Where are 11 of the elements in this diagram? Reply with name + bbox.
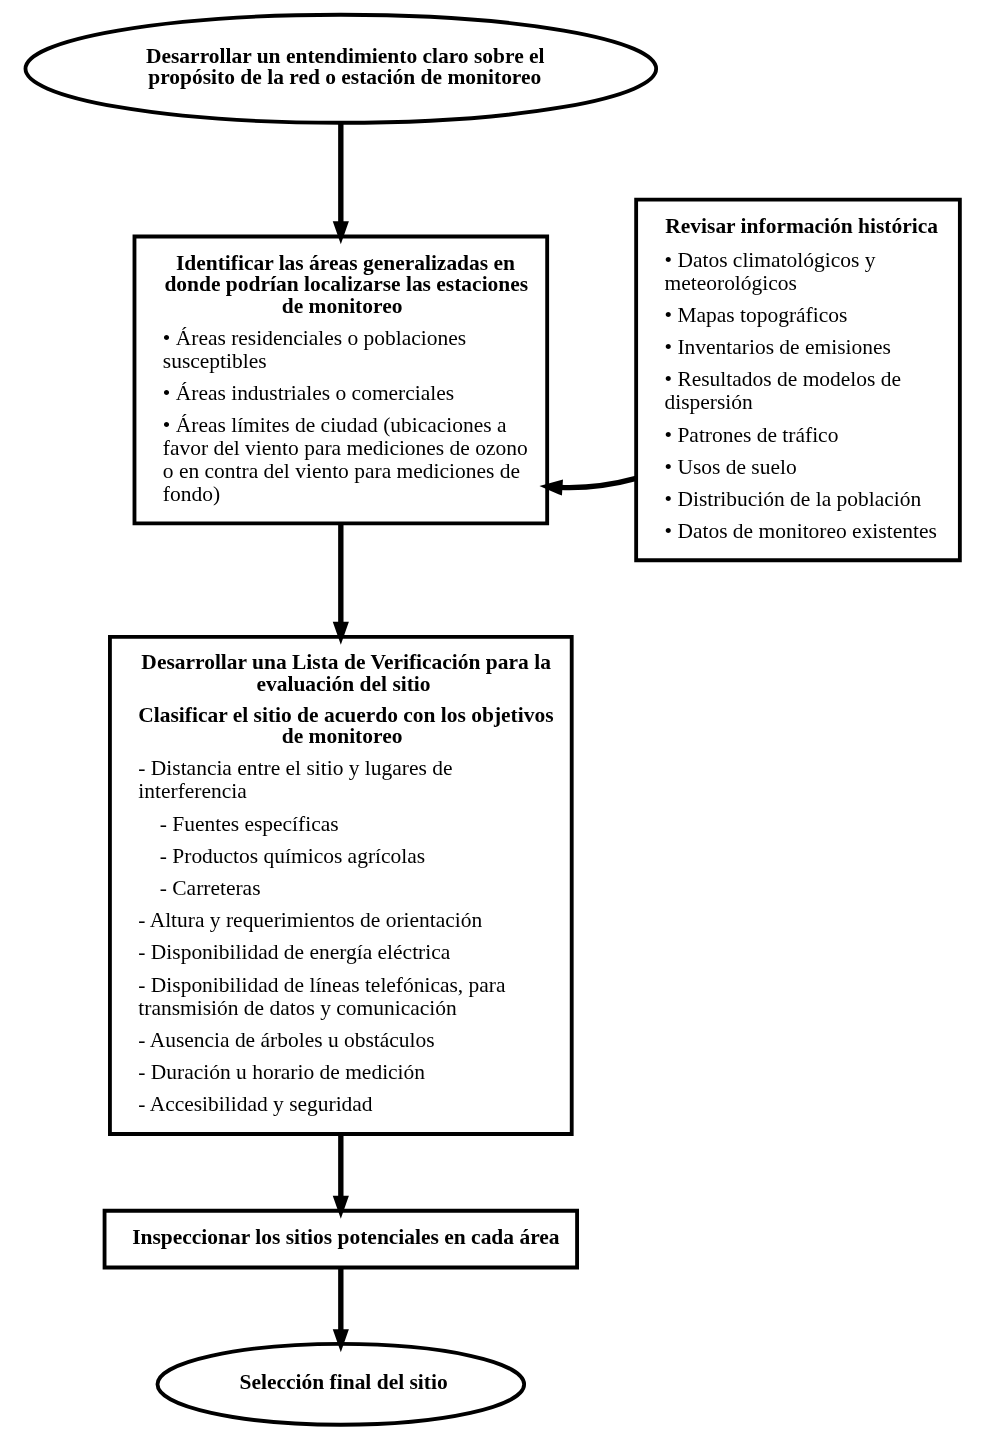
node-ellipse: Desarrollar un entendimiento claro sobre el propósito de la red o estación de monitoreo bbox=[23, 12, 658, 125]
node-box: Revisar información histórica • Datos climatológicos y meteorológicos • Mapas topográficos • Inventarios de emisiones • Resultados de modelos de dispersión • Patrones de tráfico • Usos de suelo • Distribución de la población • Datos de monitoreo existentes bbox=[633, 197, 962, 563]
arrow bbox=[332, 1134, 349, 1219]
node-ellipse: Selección final del sitio bbox=[155, 1342, 526, 1427]
arrow bbox=[332, 1268, 349, 1353]
arrow bbox=[332, 523, 349, 645]
node-box: Desarrollar una Lista de Verificación para la evaluación del sitio Clasificar el sitio de acuerdo con los objetivos de monitoreo - Distancia entre el sitio y lugares de interferencia - Fuentes específicas - Productos químicos agrícolas - Carreteras - Altura y requerimientos de orientación - Disponibilidad de energía eléctrica - Disponibilidad de líneas telefónicas, para transmisión de datos y comunicación - Ausencia de árboles u obstáculos - Duración u horario de medición - Accesibilidad y seguridad bbox=[107, 635, 574, 1136]
node-box: Identificar las áreas generalizadas en donde podrían localizarse las estaciones de monitoreo • Áreas residenciales o poblaciones susceptibles • Áreas industriales o comerciales • Áreas límites de ciudad (ubicaciones a favor del viento para mediciones de ozono o en contra del viento para mediciones de fondo) bbox=[132, 234, 549, 526]
arrow bbox=[332, 123, 349, 245]
node-box: Inspeccionar los sitios potenciales en cada área bbox=[102, 1208, 579, 1270]
arrow bbox=[538, 475, 637, 496]
